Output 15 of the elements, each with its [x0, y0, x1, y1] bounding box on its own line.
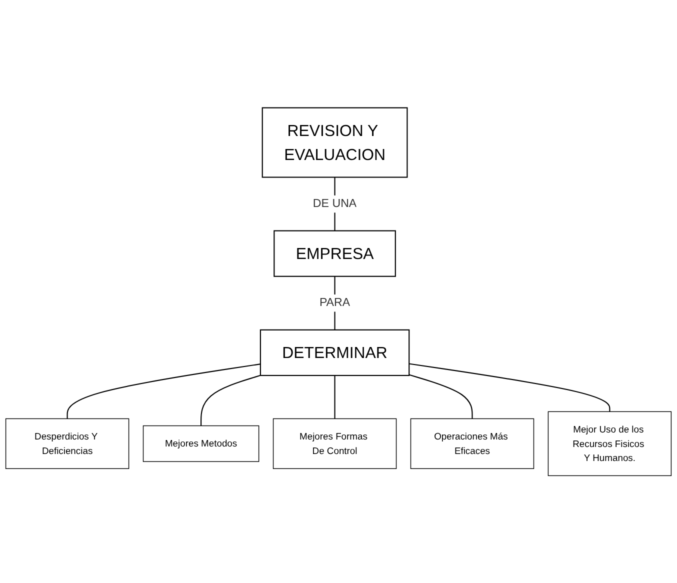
connector: [408, 374, 473, 418]
node-box: Operaciones Más Eficaces: [410, 418, 534, 469]
node-box: EMPRESA: [274, 230, 396, 277]
node-box: DETERMINAR: [260, 329, 410, 376]
connector: [334, 375, 336, 418]
connector: [200, 374, 261, 426]
node-box: Mejores Formas De Control: [272, 418, 397, 469]
node-box: Mejores Metodos: [142, 425, 260, 462]
node-box: Mejor Uso de los Recursos Fisicos Y Humanos.: [548, 411, 672, 476]
connector: [409, 362, 610, 412]
connector: [66, 363, 261, 418]
node-box: Desperdicios Y Deficiencias: [5, 418, 130, 469]
edge-label: DE UNA: [312, 197, 357, 210]
node-box: REVISION Y EVALUACION: [262, 107, 408, 178]
edge-label: PARA: [319, 296, 350, 309]
